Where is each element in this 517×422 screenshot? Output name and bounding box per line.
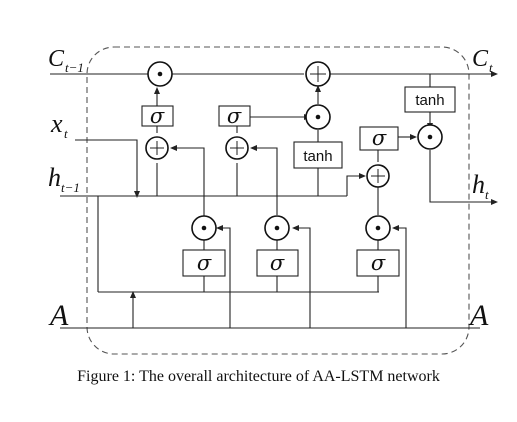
figure-caption: Figure 1: The overall architecture of AA… xyxy=(77,368,440,385)
c-prev-subscript: t−1 xyxy=(65,60,84,75)
output-add-op xyxy=(366,164,390,188)
h-out-subscript: t xyxy=(485,187,489,202)
h-prev-label: h xyxy=(48,163,61,192)
candidate-tanh-box: tanh xyxy=(293,141,343,169)
forget-gate-label: σ xyxy=(150,104,165,128)
cell-state-line xyxy=(50,71,498,77)
attention-lines xyxy=(60,225,480,329)
cell-tanh-label: tanh xyxy=(415,92,444,109)
input-add-op xyxy=(225,136,249,160)
attention-input-label: A xyxy=(48,299,69,332)
attn-gate-label-3: σ xyxy=(371,251,386,275)
output-gate-box: σ xyxy=(359,126,399,151)
candidate-multiply-op xyxy=(305,104,331,130)
input-gate-label: σ xyxy=(227,104,242,128)
attn-multiply-op-1 xyxy=(191,215,217,241)
c-next-label: C xyxy=(472,46,489,72)
cell-tanh-box: tanh xyxy=(404,86,456,113)
attn-multiply-op-2 xyxy=(264,215,290,241)
attn-gate-box-2: σ xyxy=(256,249,299,277)
output-gate-lines xyxy=(377,134,417,162)
cell-add-op xyxy=(305,61,331,87)
attn-gate-box-1: σ xyxy=(182,249,226,277)
attn-gate-label-1: σ xyxy=(197,251,212,275)
output-multiply-op xyxy=(417,124,443,150)
attn-gate-box-3: σ xyxy=(356,249,400,277)
concat-feed-lines xyxy=(156,145,379,229)
cell-boundary xyxy=(86,46,470,355)
forget-gate-box: σ xyxy=(141,104,174,128)
input-x-line xyxy=(75,139,140,198)
forget-add-op xyxy=(145,136,169,160)
h-out-label: h xyxy=(472,170,485,199)
candidate-tanh-label: tanh xyxy=(303,148,332,165)
output-gate-label: σ xyxy=(372,126,387,150)
attn-gate-label-2: σ xyxy=(270,251,285,275)
x-input-label: x xyxy=(50,109,63,138)
c-next-subscript: t xyxy=(489,60,493,75)
attention-output-label: A xyxy=(468,299,489,332)
hidden-output-line xyxy=(429,150,498,205)
h-prev-subscript: t−1 xyxy=(61,180,80,195)
c-prev-label: C xyxy=(48,46,65,72)
input-gate-box: σ xyxy=(218,104,251,128)
forget-multiply-op xyxy=(147,61,173,87)
x-input-subscript: t xyxy=(64,126,68,141)
hidden-bus-line xyxy=(60,173,379,293)
attn-multiply-op-3 xyxy=(365,215,391,241)
